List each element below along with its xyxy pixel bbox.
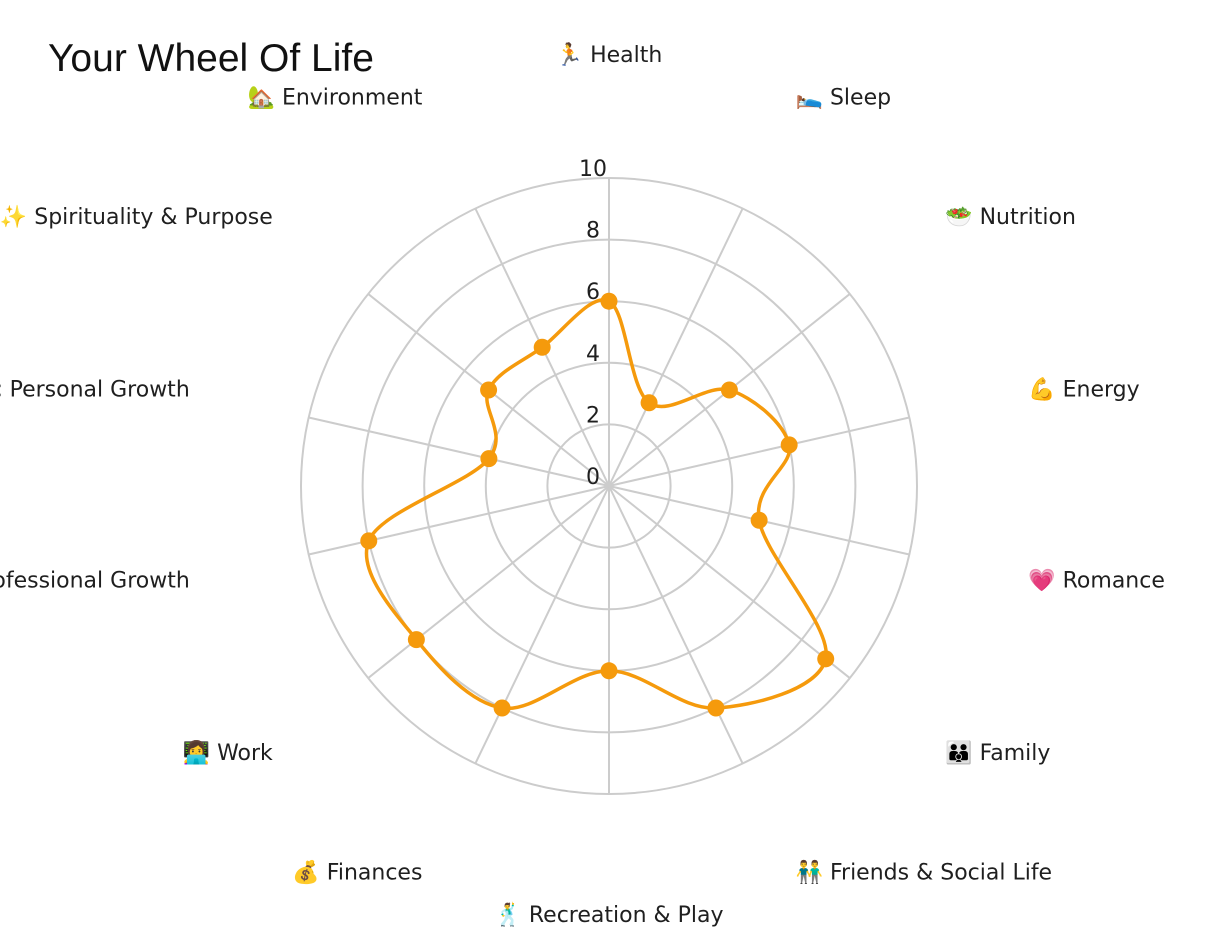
salad-bowl-icon: 🥗 <box>945 205 972 230</box>
category-name: Sleep <box>830 86 891 111</box>
category-label-text: 💗 Romance <box>1028 568 1165 594</box>
tick-label: 2 <box>586 403 600 428</box>
category-label: 💰 Finances <box>292 859 422 885</box>
category-label: 👩‍💻 Work <box>183 740 273 766</box>
category-label-text: 👬 Friends & Social Life <box>796 859 1053 885</box>
category-label: 💗 Romance <box>1028 568 1165 594</box>
bed-icon: 🛌 <box>796 86 823 111</box>
category-name: Finances <box>327 860 423 885</box>
dancing-man-icon: 🕺 <box>494 901 521 928</box>
grid-spoke <box>608 208 744 487</box>
tick-label: 6 <box>586 280 600 305</box>
grid-spoke <box>474 485 610 764</box>
data-point[interactable] <box>533 338 551 356</box>
category-name: Work <box>217 741 273 766</box>
category-label: 📚 Personal Growth <box>0 376 190 402</box>
category-label: 🛌 Sleep <box>796 86 892 111</box>
category-label-text: 📚 Personal Growth <box>0 376 190 402</box>
category-label: 👬 Friends & Social Life <box>796 859 1053 885</box>
category-name: Professional Growth <box>0 569 190 594</box>
data-point[interactable] <box>817 650 835 668</box>
category-label-text: 💰 Finances <box>292 859 422 885</box>
category-label: 🏡 Environment <box>248 86 423 111</box>
category-label-text: 🏃 Health <box>556 42 663 68</box>
category-name: Friends & Social Life <box>830 860 1052 885</box>
category-label-text: 🏡 Environment <box>248 86 423 111</box>
category-name: Energy <box>1063 377 1140 402</box>
category-labels: 🏃 Health 🛌 Sleep 🥗 Nutrition 💪 Energy 💗 Roma… <box>0 42 1165 928</box>
flexed-biceps-icon: 💪 <box>1028 376 1055 402</box>
data-point[interactable] <box>600 662 618 680</box>
friends-icon: 👬 <box>796 859 823 885</box>
technologist-icon: 👩‍💻 <box>183 740 210 766</box>
category-name: Nutrition <box>980 205 1076 230</box>
grid-spoke <box>608 485 744 764</box>
category-label-text: 🕺 Recreation & Play <box>494 901 723 928</box>
data-point[interactable] <box>720 381 738 399</box>
category-label-text: 🥗 Nutrition <box>945 205 1076 230</box>
grid-spoke <box>367 485 610 679</box>
grid-spoke <box>608 416 910 487</box>
tick-label: 8 <box>586 219 600 244</box>
radar-series <box>360 292 835 717</box>
family-icon: 👪 <box>945 740 972 766</box>
category-name: Family <box>980 741 1051 766</box>
radial-tick-labels: 0 2 4 6 8 10 <box>579 157 607 490</box>
category-name: Environment <box>282 86 423 111</box>
category-name: Spirituality & Purpose <box>34 205 273 230</box>
tick-label: 10 <box>579 157 607 182</box>
data-point[interactable] <box>480 381 498 399</box>
category-label-text: 📈 Professional Growth <box>0 568 190 594</box>
tick-label: 4 <box>586 342 600 367</box>
house-icon: 🏡 <box>248 86 275 111</box>
data-point[interactable] <box>780 436 798 454</box>
data-point[interactable] <box>600 292 618 310</box>
category-name: Personal Growth <box>10 377 190 402</box>
data-point[interactable] <box>750 511 768 529</box>
category-name: Romance <box>1063 569 1165 594</box>
money-bag-icon: 💰 <box>292 859 319 885</box>
category-label: ✨ Spirituality & Purpose <box>0 204 273 230</box>
category-label-text: ✨ Spirituality & Purpose <box>0 204 273 230</box>
grid-spoke <box>308 416 610 487</box>
running-person-icon: 🏃 <box>556 42 583 68</box>
grid-spoke <box>608 485 851 679</box>
data-point[interactable] <box>407 631 425 649</box>
category-label: 🥗 Nutrition <box>945 205 1076 230</box>
category-label-text: 💪 Energy <box>1028 376 1139 402</box>
category-name: Health <box>590 43 662 68</box>
tick-label: 0 <box>586 465 600 490</box>
category-label: 👪 Family <box>945 740 1050 766</box>
category-label: 🕺 Recreation & Play <box>494 901 723 928</box>
books-icon: 📚 <box>0 376 3 402</box>
heart-icon: 💗 <box>1028 568 1056 594</box>
category-label-text: 👩‍💻 Work <box>183 740 273 766</box>
page-title: Your Wheel Of Life <box>48 37 374 80</box>
category-label: 🏃 Health <box>556 42 663 68</box>
category-label-text: 🛌 Sleep <box>796 86 892 111</box>
category-label: 📈 Professional Growth <box>0 568 190 594</box>
category-name: Recreation & Play <box>529 903 724 928</box>
data-point[interactable] <box>640 394 658 412</box>
category-label-text: 👪 Family <box>945 740 1050 766</box>
category-label: 💪 Energy <box>1028 376 1139 402</box>
grid-spoke <box>308 485 610 556</box>
sparkles-icon: ✨ <box>0 204 27 230</box>
data-point[interactable] <box>360 532 378 550</box>
data-point[interactable] <box>493 699 511 717</box>
data-point[interactable] <box>707 699 725 717</box>
radar-grid <box>300 177 918 795</box>
data-point[interactable] <box>480 450 498 468</box>
